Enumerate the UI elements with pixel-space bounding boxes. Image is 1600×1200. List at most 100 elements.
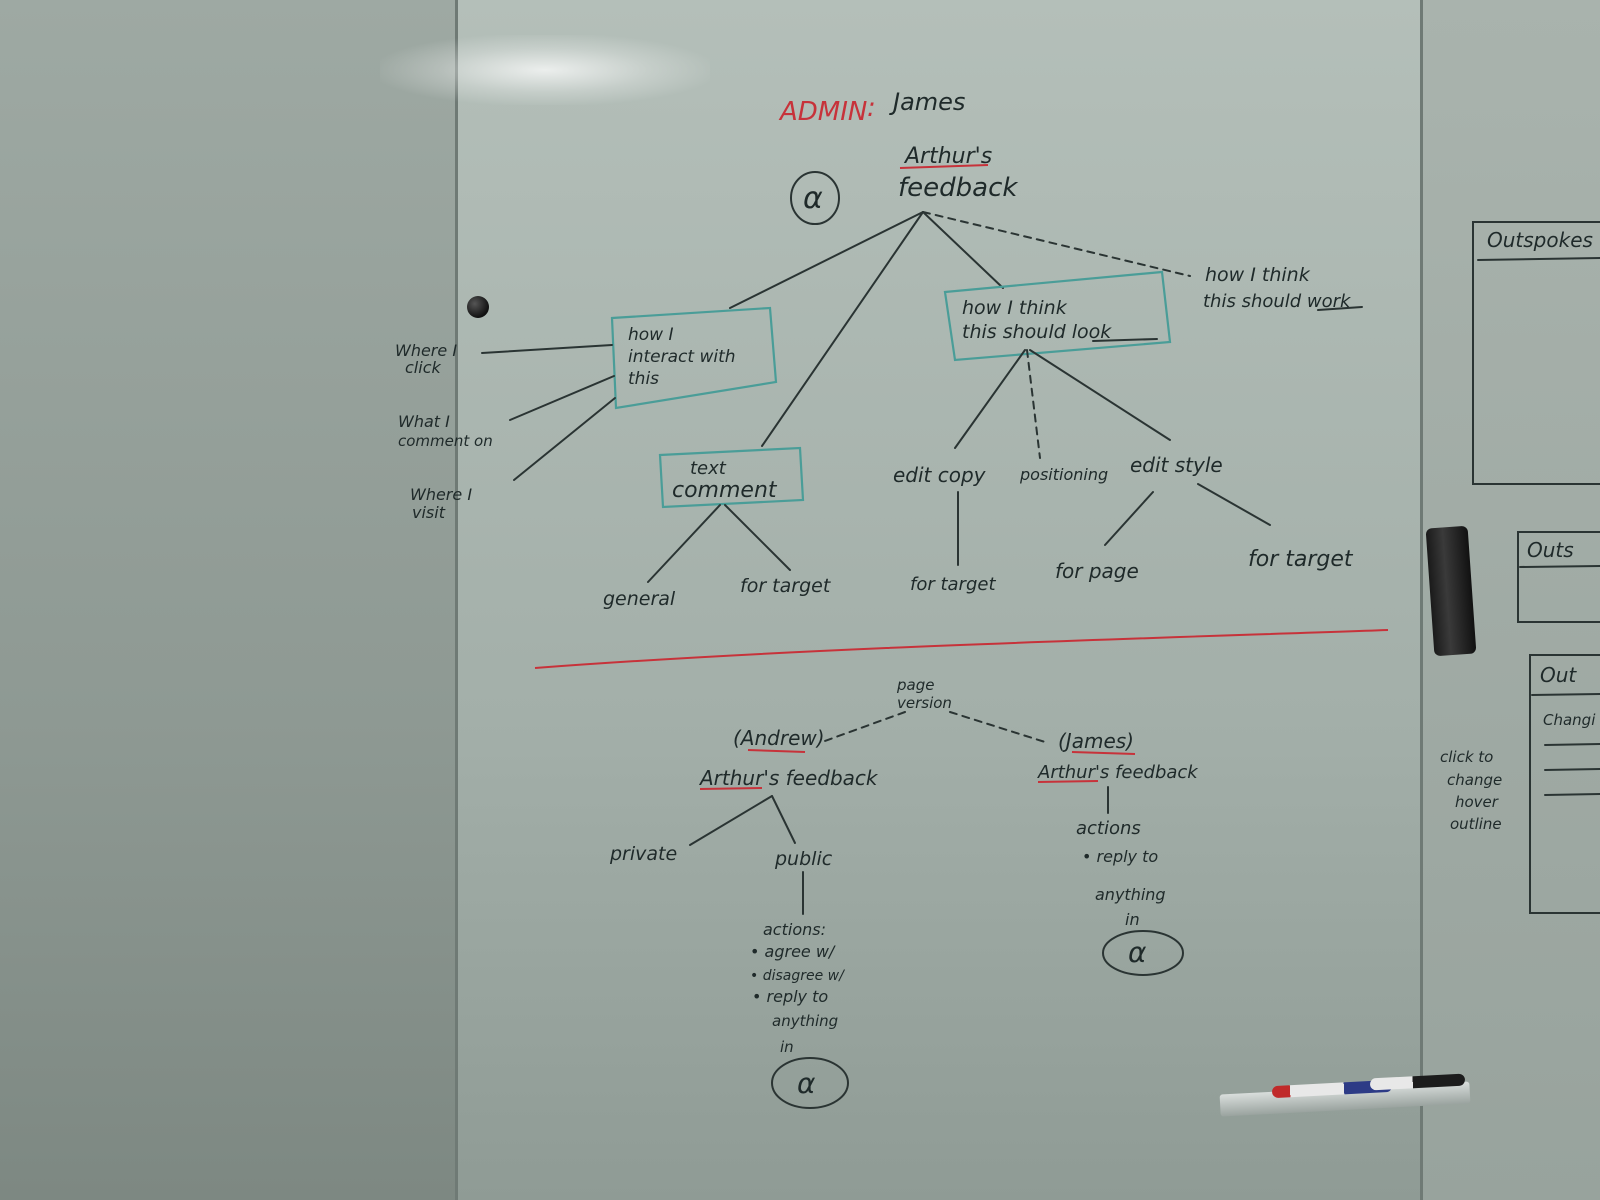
branch-line <box>922 211 1004 289</box>
side-click-note-4: outline <box>1450 815 1502 833</box>
light-glare <box>380 35 710 105</box>
public-action-agree: • agree w/ <box>750 942 836 961</box>
james-underline <box>1071 751 1136 755</box>
alpha-circle <box>771 1057 849 1109</box>
branch-line <box>1104 491 1154 546</box>
side-click-note-2: change <box>1447 771 1502 789</box>
side-click-note-3: hover <box>1455 793 1499 811</box>
branch-line <box>954 349 1026 449</box>
alpha-symbol: α <box>803 181 823 216</box>
side-outspokes-3: Out <box>1540 663 1577 687</box>
box-interact <box>610 306 778 410</box>
admin-name: James <box>889 88 965 116</box>
whiteboard-panel-main <box>458 0 1420 1200</box>
side-sketch-frame <box>1472 221 1600 485</box>
box-look <box>943 270 1172 362</box>
panel-seam <box>455 0 458 1200</box>
branch-line-dashed <box>949 711 1046 743</box>
branch-line <box>509 375 615 421</box>
alpha-circle <box>790 171 840 225</box>
branch-line-dashed <box>922 211 1191 277</box>
branch-line-dashed <box>1026 349 1041 459</box>
branch-line <box>724 504 791 571</box>
label-what-comment-1: What I <box>398 412 450 431</box>
mid-positioning: positioning <box>1019 465 1108 484</box>
james-feedback-underline <box>1037 780 1099 783</box>
label-where-visit-1: Where I <box>410 485 472 504</box>
label-where-click-2: click <box>405 358 441 377</box>
leaf-for-target-copy: for target <box>910 574 996 595</box>
branch-line <box>689 795 773 846</box>
mid-edit-style: edit style <box>1130 453 1223 477</box>
branch-line <box>761 211 924 447</box>
root-title-line2: feedback <box>898 173 1018 203</box>
public-action-anything: anything <box>772 1012 838 1030</box>
public-action-disagree: • disagree w/ <box>750 968 845 984</box>
side-sketch-line <box>1544 768 1600 771</box>
whiteboard-panel-left <box>0 0 455 1200</box>
branch-line <box>1197 483 1271 526</box>
side-sketch-frame <box>1529 654 1600 914</box>
box-text-comment <box>658 446 805 509</box>
side-sketch-line <box>1544 793 1600 796</box>
james-action-in: in <box>1125 910 1140 929</box>
side-click-note-1: click to <box>1440 748 1493 766</box>
page-version-line1: page <box>896 676 934 694</box>
public-action-reply: • reply to <box>752 987 828 1006</box>
side-sketch-line <box>1477 257 1600 261</box>
branch-line <box>481 344 613 354</box>
leaf-for-page: for page <box>1055 559 1139 583</box>
public-action-in: in <box>780 1038 794 1056</box>
branch-line <box>647 504 721 583</box>
alpha-symbol: α <box>797 1067 816 1100</box>
label-what-comment-2: comment on <box>398 432 493 450</box>
look-underline <box>1092 338 1158 342</box>
box-look-line2: this should look <box>962 321 1112 343</box>
andrew-underline <box>747 749 806 753</box>
andrew-feedback: Arthur's feedback <box>698 766 879 790</box>
branch-line <box>729 211 924 309</box>
admin-separator: : <box>867 93 876 123</box>
james-action-reply: • reply to <box>1082 847 1158 866</box>
note-work-line2: this should work <box>1203 291 1352 312</box>
james-label: (James) <box>1058 729 1134 753</box>
andrew-feedback-underline <box>699 787 763 790</box>
alpha-symbol: α <box>1128 936 1147 969</box>
box-look-line1: how I think <box>962 297 1068 319</box>
branch-line <box>1029 349 1171 441</box>
root-underline <box>899 164 989 169</box>
mid-edit-copy: edit copy <box>893 463 987 487</box>
side-sketch-line <box>1519 565 1600 568</box>
work-underline <box>1317 306 1363 311</box>
label-where-click-1: Where I <box>395 341 457 360</box>
side-outspokes-2: Outs <box>1527 538 1574 562</box>
box-text-comment-line1: text <box>690 458 727 479</box>
branch-line-dashed <box>821 711 906 743</box>
admin-label: ADMIN <box>778 97 867 127</box>
side-changing: Changi <box>1543 711 1596 729</box>
side-sketch-line <box>1531 693 1600 696</box>
james-action-anything: anything <box>1095 885 1166 904</box>
james-feedback: Arthur's feedback <box>1037 762 1199 783</box>
panel-seam <box>1420 0 1423 1200</box>
branch-line <box>513 397 616 481</box>
leaf-general: general <box>603 588 676 610</box>
branch-line <box>771 795 796 844</box>
private-label: private <box>609 843 677 865</box>
public-actions-title: actions: <box>763 920 826 939</box>
side-outspokes-1: Outspokes <box>1487 228 1593 252</box>
box-interact-line2: interact with <box>628 347 736 367</box>
box-interact-line1: how I <box>628 325 674 345</box>
note-work-line1: how I think <box>1205 264 1311 286</box>
label-where-visit-2: visit <box>412 503 446 522</box>
alpha-circle <box>1102 930 1184 976</box>
side-sketch-frame <box>1517 531 1600 623</box>
page-version-line2: version <box>897 694 952 712</box>
magnet <box>467 296 489 318</box>
andrew-label: (Andrew) <box>733 726 825 750</box>
leaf-for-target-style: for target <box>1248 547 1354 572</box>
james-actions-title: actions <box>1076 818 1141 839</box>
red-divider <box>534 629 1389 669</box>
whiteboard-eraser <box>1425 525 1477 657</box>
